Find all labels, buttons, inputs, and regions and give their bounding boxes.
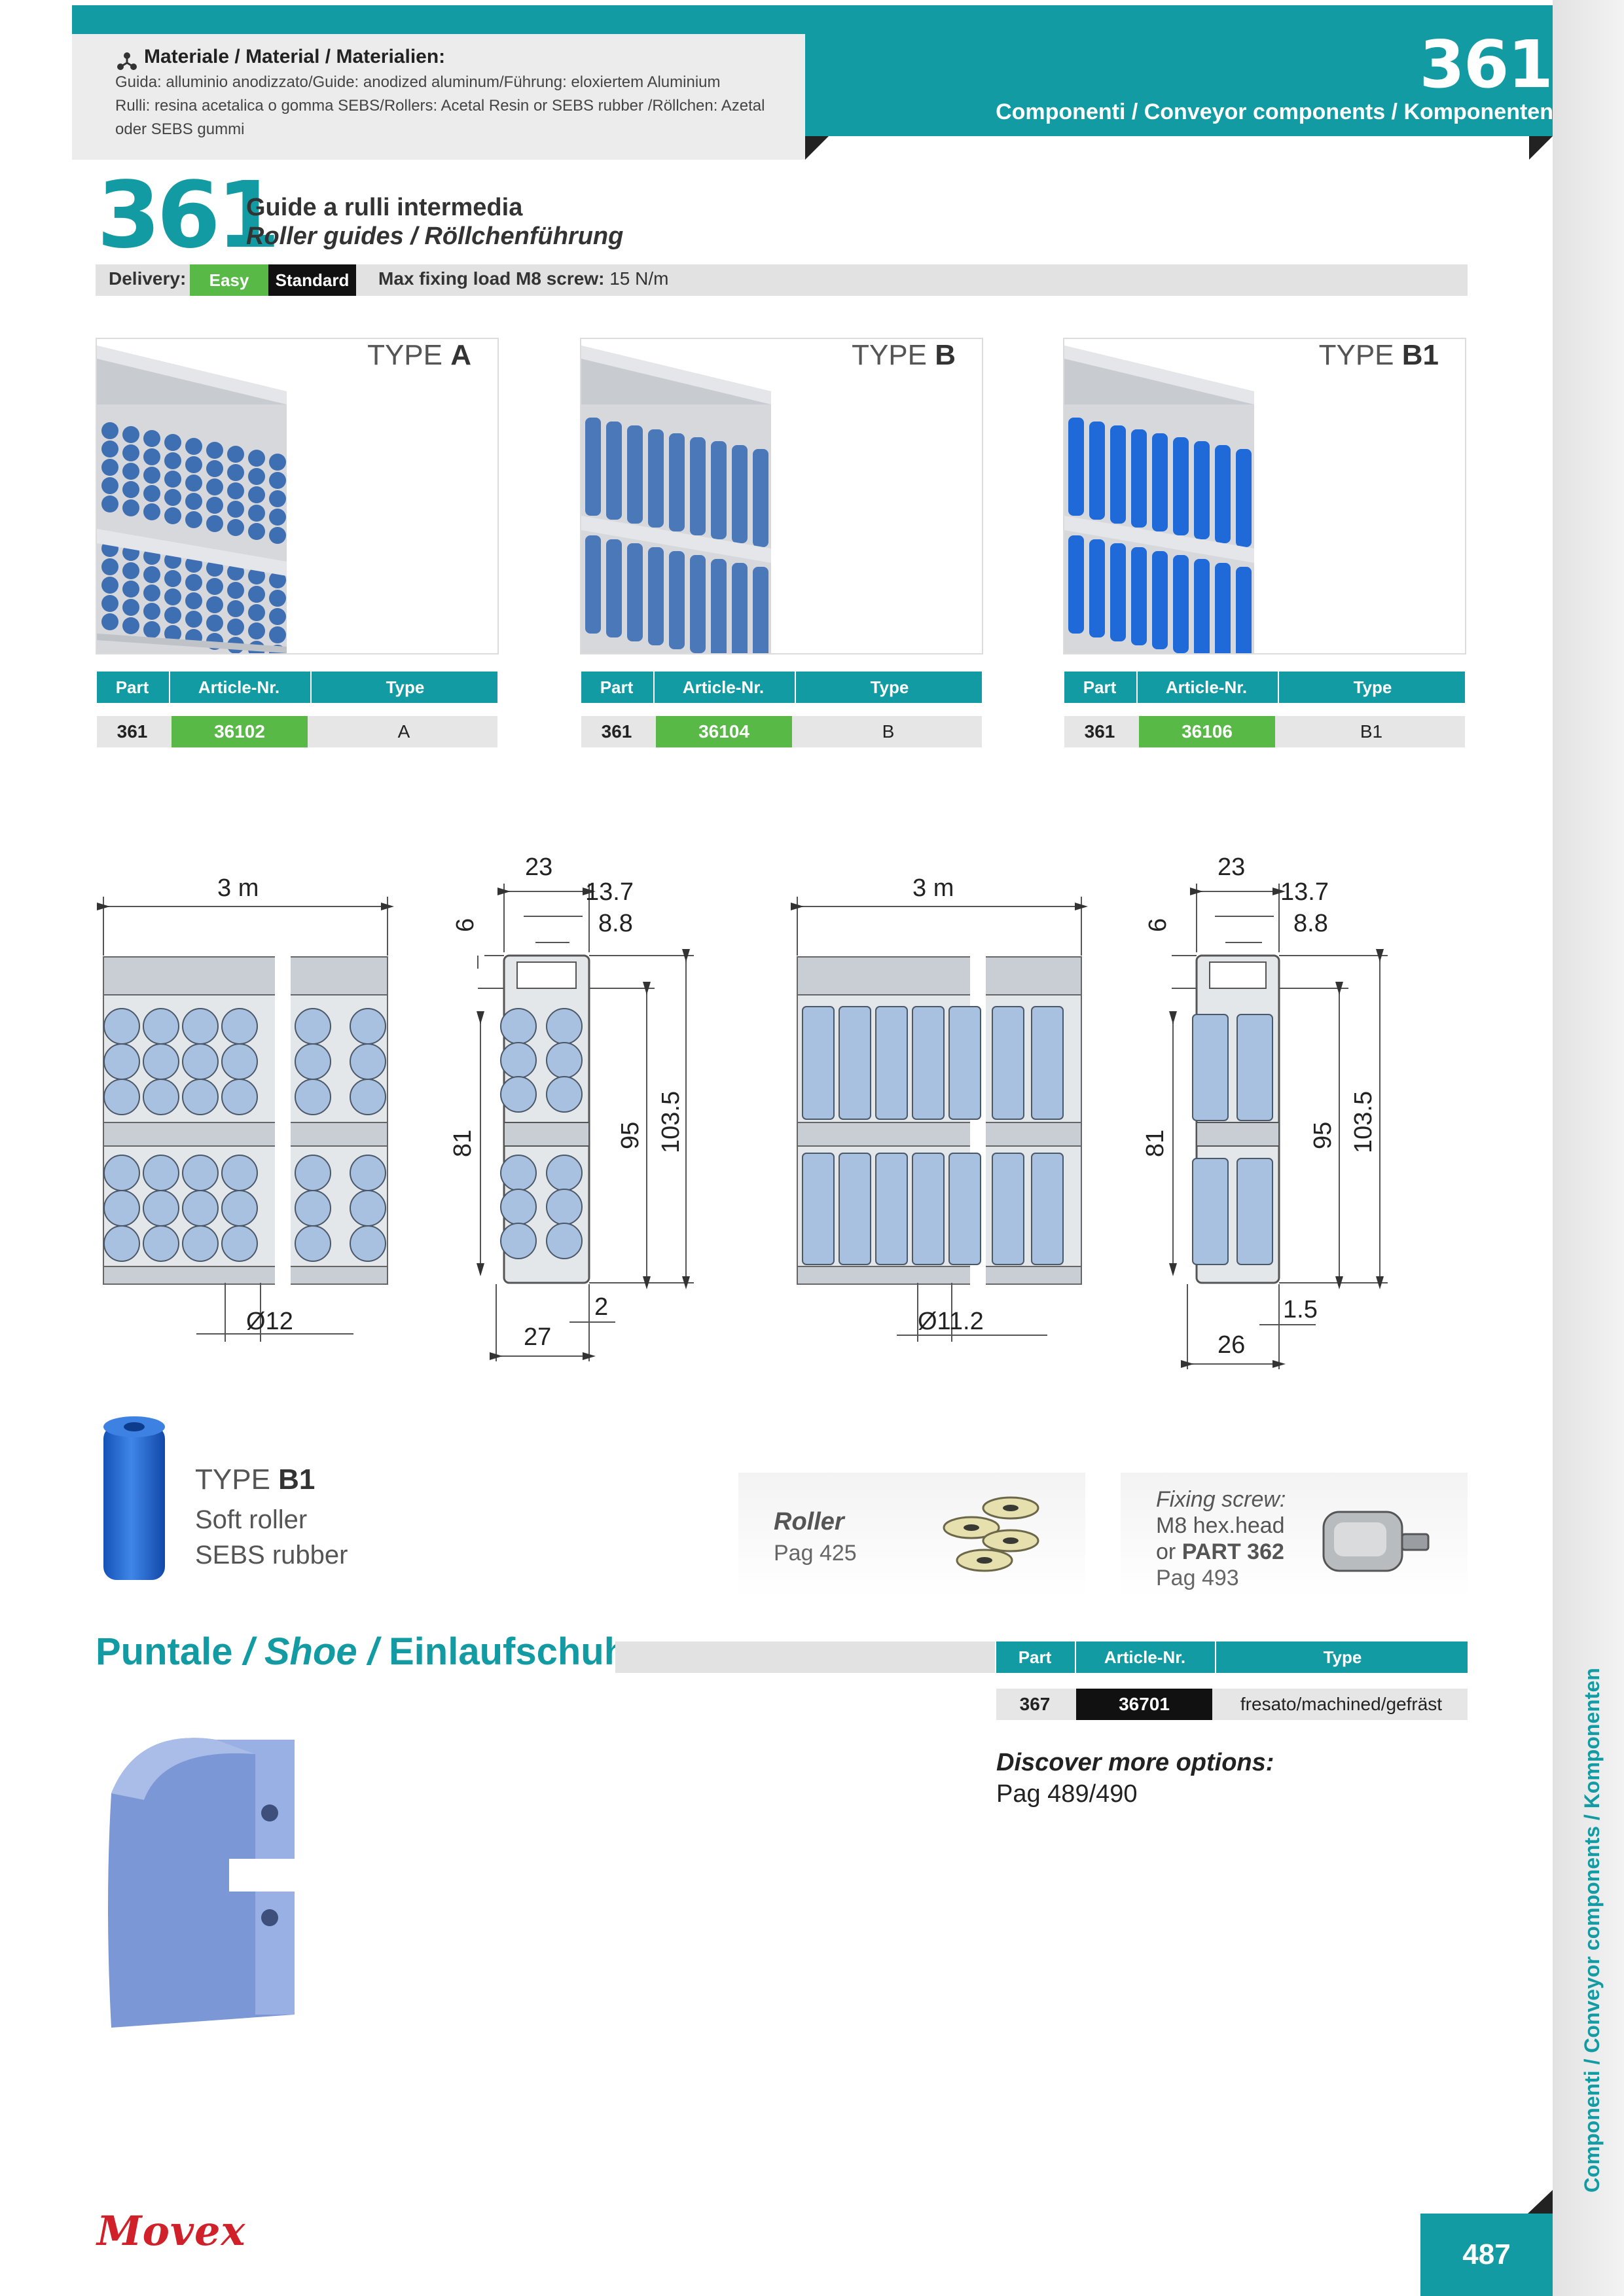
front-view-left — [103, 952, 388, 1342]
product-code: 361 — [97, 162, 280, 269]
variant-card-b: TYPE B Part Article-Nr. Type 361 36104 B — [581, 339, 982, 747]
soft-roller-line-2: SEBS rubber — [195, 1541, 348, 1570]
front-view-right — [797, 952, 1082, 1342]
max-load-label: Max fixing load M8 screw: — [378, 268, 605, 289]
product-title-it: Guide a rulli intermedia — [246, 194, 523, 221]
section-view-right — [1169, 884, 1388, 1369]
dim-inner1-right: 13.7 — [1280, 878, 1329, 906]
product-title-en-de: Roller guides / Röllchenführung — [246, 223, 624, 250]
section-view-left — [477, 884, 694, 1361]
materials-line-3: oder SEBS gummi — [115, 120, 245, 138]
dim-flange-left: 6 — [452, 918, 479, 932]
max-load-value: 15 N/m — [609, 268, 669, 289]
header-corner — [1529, 136, 1553, 160]
variant-card-a: TYPE A Part Article-Nr. Type 361 36102 A — [97, 339, 497, 747]
shoe-table-header: Part Article-Nr. Type — [996, 1641, 1468, 1673]
screw-ref-page: Pag 493 — [1156, 1566, 1239, 1590]
dim-width-bottom-right: 26 — [1218, 1331, 1246, 1359]
dim-inner2-right: 8.8 — [1293, 910, 1328, 937]
dim-gap-right: 1.5 — [1283, 1296, 1318, 1323]
materials-title: Materiale / Material / Materialien: — [144, 46, 446, 67]
dim-length-left: 3 m — [217, 874, 259, 902]
shoe-image — [108, 1738, 295, 2028]
variant-type-label: TYPE B1 — [1318, 339, 1439, 371]
variant-table-header: Part Article-Nr. Type — [581, 672, 982, 703]
delivery-label: Delivery: — [109, 268, 187, 289]
variant-table-header: Part Article-Nr. Type — [97, 672, 497, 703]
dim-width-bottom-left: 27 — [524, 1323, 552, 1351]
shoe-title-bar — [615, 1641, 995, 1673]
materials-icon — [117, 52, 137, 70]
max-load: Max fixing load M8 screw: 15 N/m — [378, 268, 668, 289]
roller-ref-page: Pag 425 — [774, 1541, 857, 1566]
screw-ref-line-1: M8 hex.head — [1156, 1513, 1285, 1538]
dim-width-top-left: 23 — [525, 853, 553, 881]
dim-length-right: 3 m — [912, 874, 954, 902]
delivery-standard-badge: Standard — [268, 264, 356, 296]
variant-table-header: Part Article-Nr. Type — [1064, 672, 1465, 703]
materials-corner — [805, 136, 829, 160]
materials-line-2: Rulli: resina acetalica o gomma SEBS/Rol… — [115, 97, 765, 115]
delivery-easy-badge: Easy — [190, 264, 268, 296]
variant-photo-b1 — [1064, 346, 1254, 653]
side-category-text: Componenti / Conveyor components / Kompo… — [1580, 1668, 1604, 2193]
soft-roller-image — [103, 1416, 165, 1580]
dim-h3-right: 103.5 — [1350, 1090, 1377, 1153]
dim-h2-right: 95 — [1309, 1121, 1337, 1149]
variant-type-label: TYPE B — [852, 339, 956, 371]
more-options-pages[interactable]: Pag 489/490 — [996, 1780, 1138, 1808]
variant-table-row: 361 36104 B — [581, 716, 982, 747]
category-title: Componenti / Conveyor components / Kompo… — [996, 99, 1553, 124]
roller-ref-title: Roller — [774, 1508, 844, 1535]
variant-card-b1: TYPE B1 Part Article-Nr. Type 361 36106 … — [1064, 339, 1465, 747]
dim-h2-left: 95 — [617, 1121, 644, 1149]
variant-photo-a — [97, 346, 287, 653]
soft-roller-line-1: Soft roller — [195, 1505, 308, 1534]
dim-h3-left: 103.5 — [657, 1090, 685, 1153]
side-strip — [1553, 0, 1624, 2296]
dim-h1-left: 81 — [449, 1129, 477, 1157]
screw-image — [1322, 1511, 1430, 1572]
dim-diameter-right: Ø11.2 — [918, 1308, 984, 1335]
shoe-table-row: 367 36701 fresato/machined/gefräst — [996, 1689, 1468, 1720]
brand-logo: Movex — [97, 2207, 246, 2255]
page-number: 487 — [1420, 2214, 1553, 2296]
screw-ref-title: Fixing screw: — [1156, 1487, 1286, 1512]
dim-gap-left: 2 — [594, 1293, 609, 1321]
variant-table-row: 361 36106 B1 — [1064, 716, 1465, 747]
screw-reference-box[interactable]: Fixing screw: M8 hex.head or PART 362 Pa… — [1121, 1473, 1468, 1597]
dim-diameter-left: Ø12 — [246, 1308, 293, 1335]
dim-h1-right: 81 — [1142, 1129, 1169, 1157]
soft-roller-type: TYPE B1 — [195, 1463, 316, 1496]
more-options-title: Discover more options: — [996, 1749, 1274, 1776]
dim-inner2-left: 8.8 — [598, 910, 633, 937]
materials-line-1: Guida: alluminio anodizzato/Guide: anodi… — [115, 73, 721, 91]
screw-ref-line-2: or PART 362 — [1156, 1539, 1284, 1564]
footer-corner — [1528, 2190, 1553, 2214]
variant-photo-b — [581, 346, 771, 653]
variant-table-row: 361 36102 A — [97, 716, 497, 747]
dim-flange-right: 6 — [1144, 918, 1172, 932]
variant-type-label: TYPE A — [367, 339, 471, 371]
shoe-title: Puntale / Shoe / Einlaufschuh — [96, 1630, 628, 1673]
roller-reference-box[interactable]: Roller Pag 425 — [738, 1473, 1085, 1597]
dim-width-top-right: 23 — [1218, 853, 1246, 881]
page-code: 361 — [1419, 26, 1553, 103]
technical-drawings — [97, 884, 1388, 1369]
roller-stack-image — [943, 1496, 1039, 1572]
dim-inner1-left: 13.7 — [585, 878, 634, 906]
materials-box: Materiale / Material / Materialien: Guid… — [72, 34, 805, 160]
